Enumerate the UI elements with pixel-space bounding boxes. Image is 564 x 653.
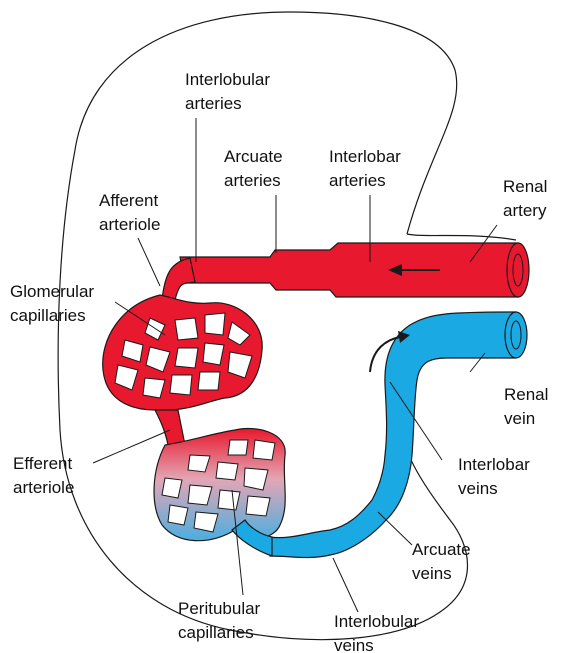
- label-renal-artery: Renal artery: [503, 177, 547, 220]
- label-arcuate-veins-line1: Arcuate: [412, 540, 471, 559]
- label-interlobular-veins-line2: veins: [334, 636, 374, 653]
- renal-artery-tube: [180, 243, 518, 297]
- label-glomerular-capillaries-line2: capillaries: [10, 306, 86, 325]
- label-interlobar-arteries-line2: arteries: [329, 171, 386, 190]
- label-afferent-arteriole-line2: arteriole: [99, 215, 160, 234]
- label-interlobar-arteries: Interlobar arteries: [329, 147, 401, 190]
- label-interlobar-arteries-line1: Interlobar: [329, 147, 401, 166]
- label-peritubular-capillaries-line1: Peritubular: [178, 599, 261, 618]
- label-interlobar-veins-line1: Interlobar: [458, 455, 530, 474]
- label-renal-vein-line2: vein: [504, 409, 535, 428]
- label-glomerular-capillaries: Glomerular capillaries: [10, 282, 94, 325]
- afferent-arteriole-vessel: [162, 258, 195, 300]
- label-peritubular-capillaries-line2: capillaries: [178, 623, 254, 642]
- label-interlobular-veins: Interlobular veins: [334, 612, 419, 653]
- label-interlobular-arteries: Interlobular arteries: [185, 70, 270, 113]
- label-interlobular-arteries-line1: Interlobular: [185, 70, 270, 89]
- label-renal-artery-line1: Renal: [503, 177, 547, 196]
- renal-vein-lumen: [511, 321, 521, 349]
- renal-vein-tube: [270, 312, 516, 558]
- label-efferent-arteriole: Efferent arteriole: [13, 454, 74, 497]
- label-interlobular-arteries-line2: arteries: [185, 94, 242, 113]
- label-arcuate-veins-line2: veins: [412, 564, 452, 583]
- label-afferent-arteriole: Afferent arteriole: [99, 191, 160, 234]
- label-interlobar-veins: Interlobar veins: [458, 455, 530, 498]
- efferent-arteriole-vessel: [155, 410, 185, 445]
- label-arcuate-arteries: Arcuate arteries: [224, 147, 283, 190]
- hilum-outline-top: [407, 234, 516, 240]
- label-arcuate-arteries-line1: Arcuate: [224, 147, 283, 166]
- label-arcuate-arteries-line2: arteries: [224, 171, 281, 190]
- label-peritubular-capillaries: Peritubular capillaries: [178, 599, 261, 642]
- label-interlobar-veins-line2: veins: [458, 479, 498, 498]
- label-renal-vein-line1: Renal: [504, 385, 548, 404]
- label-renal-artery-line2: artery: [503, 201, 547, 220]
- label-renal-vein: Renal vein: [504, 385, 548, 428]
- label-glomerular-capillaries-line1: Glomerular: [10, 282, 94, 301]
- label-efferent-arteriole-line1: Efferent: [13, 454, 73, 473]
- label-arcuate-veins: Arcuate veins: [412, 540, 471, 583]
- renal-artery-lumen: [513, 254, 523, 286]
- label-interlobular-veins-line1: Interlobular: [334, 612, 419, 631]
- label-efferent-arteriole-line2: arteriole: [13, 478, 74, 497]
- label-afferent-arteriole-line1: Afferent: [99, 191, 159, 210]
